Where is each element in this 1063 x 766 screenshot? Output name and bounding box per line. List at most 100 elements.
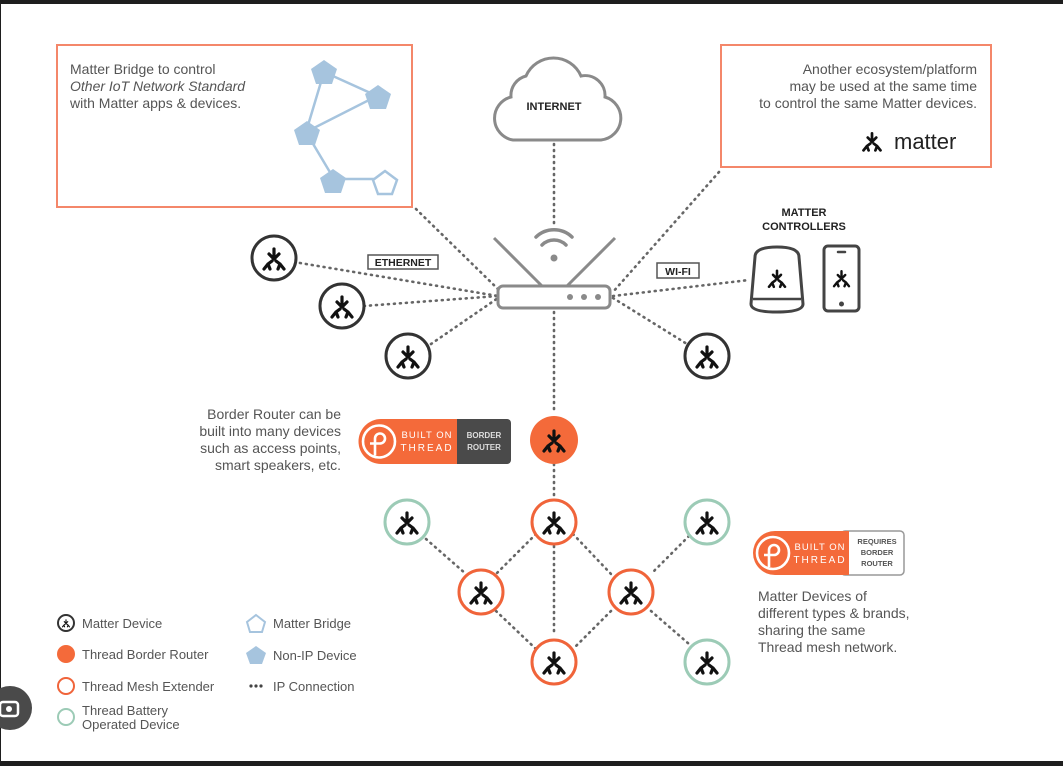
badge-built-on: BUILT ON [795,542,846,553]
router-body [496,284,612,310]
lens-search-button[interactable] [0,686,32,730]
thread-battery-device-icon [685,500,729,544]
matter-device-icon [252,236,296,280]
mesh-desc-line: different types & brands, [758,605,910,621]
svg-text:Matter Bridge: Matter Bridge [273,616,351,631]
badge-side-line1: REQUIRES [857,537,896,546]
matter-bridge-box: Matter Bridge to control Other IoT Netwo… [56,44,413,208]
mesh-desc-line: Thread mesh network. [758,639,897,655]
border-router-desc-line: built into many devices [199,423,341,439]
non-ip-device-icon [365,85,391,109]
svg-text:Matter Device: Matter Device [82,616,162,631]
built-on-thread-requires-badge: BUILT ON THREAD REQUIRES BORDER ROUTER [753,530,905,576]
badge-side-line3: ROUTER [861,559,893,568]
bridge-link [414,207,503,294]
internet-label: INTERNET [527,101,582,113]
non-ip-device-icon [294,121,320,145]
ethernet-link-2 [362,294,500,308]
non-ip-network-graphic [294,60,399,196]
ethernet-label-box: ETHERNET [367,254,439,270]
thread-battery-device-icon [685,640,729,684]
wifi-router [492,228,617,310]
matter-device-icon [320,284,364,328]
legend-item-thread-mesh-extender: Thread Mesh Extender [57,677,215,695]
legend-item-thread-border-router: Thread Border Router [57,645,209,663]
mesh-link [649,609,691,646]
ethernet-link-3 [429,296,500,346]
border-router-description: Border Router can be built into many dev… [199,406,341,473]
wifi-label: WI-FI [665,266,691,278]
legend: Matter Device Thread Border Router Threa… [57,613,357,732]
thread-battery-device-icon [385,500,429,544]
badge-thread: THREAD [793,555,846,566]
ecosystem-box-border [720,44,992,168]
ecosystem-box: Another ecosystem/platform may be used a… [720,44,992,168]
border-router-desc-line: smart speakers, etc. [215,457,341,473]
matter-device-icon [386,334,430,378]
svg-text:Thread Battery: Thread Battery [82,703,168,718]
matter-logo-text: matter [894,129,956,154]
wifi-device-link [611,296,689,346]
badge-thread: THREAD [400,443,453,454]
ecosystem-text-line2: may be used at the same time [789,78,977,94]
mesh-desc-line: sharing the same [758,622,866,638]
thread-mesh-extender-icon [459,570,503,614]
smart-speaker-icon [749,245,805,314]
camera-lens-icon [0,700,20,718]
ethernet-label: ETHERNET [375,257,432,269]
router-antenna [565,236,617,288]
ecosystem-link [611,170,721,294]
mesh-link [649,534,691,576]
legend-item-thread-battery-device: Thread Battery Operated Device [57,703,180,732]
controllers-label-line1: MATTER [781,207,826,219]
badge-built-on: BUILT ON [402,430,453,441]
ip-connections [292,142,751,651]
matter-bridge-icon [371,169,399,196]
matter-device-icon [685,334,729,378]
badge-side-line1: BORDER [467,431,502,440]
internet-cloud: INTERNET [493,56,623,142]
mesh-desc-line: Matter Devices of [758,588,867,604]
legend-item-matter-bridge: Matter Bridge [245,613,351,633]
ecosystem-text-line3: to control the same Matter devices. [759,95,977,111]
non-ip-device-icon [320,169,346,193]
mesh-link [494,532,538,576]
thread-mesh-extender-icon [609,570,653,614]
mesh-link [494,609,538,651]
ecosystem-text-line1: Another ecosystem/platform [803,61,977,77]
diagram-canvas: Matter Bridge to control Other IoT Netwo… [1,4,1063,761]
matter-controllers: MATTER CONTROLLERS [749,207,861,314]
mesh-link [571,532,613,576]
controllers-label-line2: CONTROLLERS [762,221,846,233]
legend-item-non-ip-device: Non-IP Device [246,646,357,664]
svg-text:Operated Device: Operated Device [82,717,180,732]
bridge-text-line1: Matter Bridge to control [70,61,216,77]
svg-text:Thread Border Router: Thread Border Router [82,647,209,662]
router-antenna [492,236,544,288]
border-router-desc-line: Border Router can be [207,406,341,422]
thread-mesh-extender-icon [532,500,576,544]
svg-text:IP Connection: IP Connection [273,679,354,694]
legend-item-matter-device: Matter Device [57,614,162,632]
ethernet-link-1 [292,260,500,298]
bridge-text-line3: with Matter apps & devices. [69,95,241,111]
border-router-desc-line: such as access points, [200,440,341,456]
badge-side-line2: BORDER [861,548,894,557]
mesh-description: Matter Devices of different types & bran… [758,588,910,655]
wifi-label-box: WI-FI [656,262,700,279]
built-on-thread-border-router-badge: BUILT ON THREAD BORDER ROUTER [358,419,511,464]
wifi-link [611,278,751,298]
mesh-link [571,609,613,651]
non-ip-device-icon [311,60,337,84]
smartphone-icon [822,244,861,313]
cloud-icon [493,56,623,142]
svg-text:Thread Mesh Extender: Thread Mesh Extender [82,679,215,694]
badge-side-line2: ROUTER [467,443,501,452]
wifi-icon [534,228,574,239]
thread-mesh-extender-icon [532,640,576,684]
bridge-text-line2: Other IoT Network Standard [70,78,246,94]
legend-item-ip-connection: IP Connection [249,679,354,694]
svg-text:Non-IP Device: Non-IP Device [273,648,357,663]
mesh-link [424,537,468,576]
thread-border-router-node [530,416,578,464]
